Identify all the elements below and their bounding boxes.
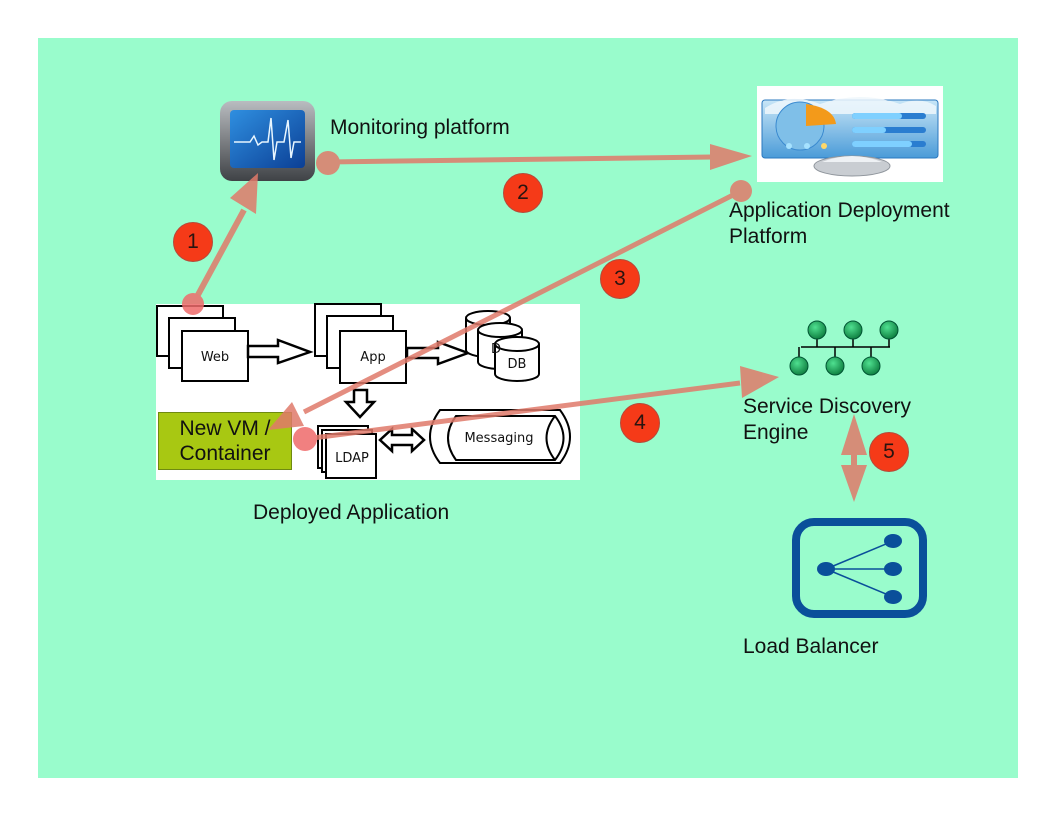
- service-discovery-label-line1: Service Discovery: [743, 395, 912, 418]
- control-panel-icon: [757, 86, 943, 182]
- web-label: Web: [201, 350, 229, 365]
- connector-step-2: [316, 144, 752, 175]
- connector-step-5: [841, 414, 867, 502]
- service-discovery-label-line2: Engine: [743, 421, 809, 444]
- deployed-application-label: Deployed Application: [253, 501, 450, 524]
- db-label: DB: [508, 357, 527, 372]
- step-badge-3: 3: [600, 259, 640, 299]
- step-badge-4: 4: [620, 403, 660, 443]
- monitor-heartbeat-icon: [220, 101, 315, 181]
- load-balancer-label: Load Balancer: [743, 635, 879, 658]
- app-label: App: [360, 350, 385, 365]
- app-to-ldap-arrow: [343, 388, 377, 419]
- connector-step-3: [268, 180, 752, 430]
- step-badge-5: 5: [869, 432, 909, 472]
- db-hidden-label: D: [491, 342, 501, 357]
- monitoring-platform-label: Monitoring platform: [330, 116, 510, 139]
- deployment-platform-label-line1: Application Deployment: [729, 199, 950, 222]
- load-balancer-icon: [792, 518, 927, 618]
- web-to-app-arrow: [246, 338, 314, 365]
- messaging-queue: [429, 409, 571, 464]
- new-vm-line2: Container: [179, 442, 271, 465]
- step-badge-1: 1: [173, 222, 213, 262]
- network-nodes-icon: [789, 320, 899, 376]
- connector-step-4: [293, 366, 779, 451]
- web-server-stack: [156, 305, 249, 382]
- new-vm-container: New VM / Container: [158, 412, 292, 470]
- ldap-messaging-arrow: [378, 426, 426, 454]
- messaging-label: Messaging: [464, 431, 533, 446]
- database-cylinders: [465, 310, 540, 382]
- ldap-label: LDAP: [335, 451, 369, 466]
- step-badge-2: 2: [503, 173, 543, 213]
- deployment-platform-label-line2: Platform: [729, 225, 808, 248]
- connector-step-1: [182, 173, 258, 315]
- new-vm-line1: New VM /: [179, 417, 271, 440]
